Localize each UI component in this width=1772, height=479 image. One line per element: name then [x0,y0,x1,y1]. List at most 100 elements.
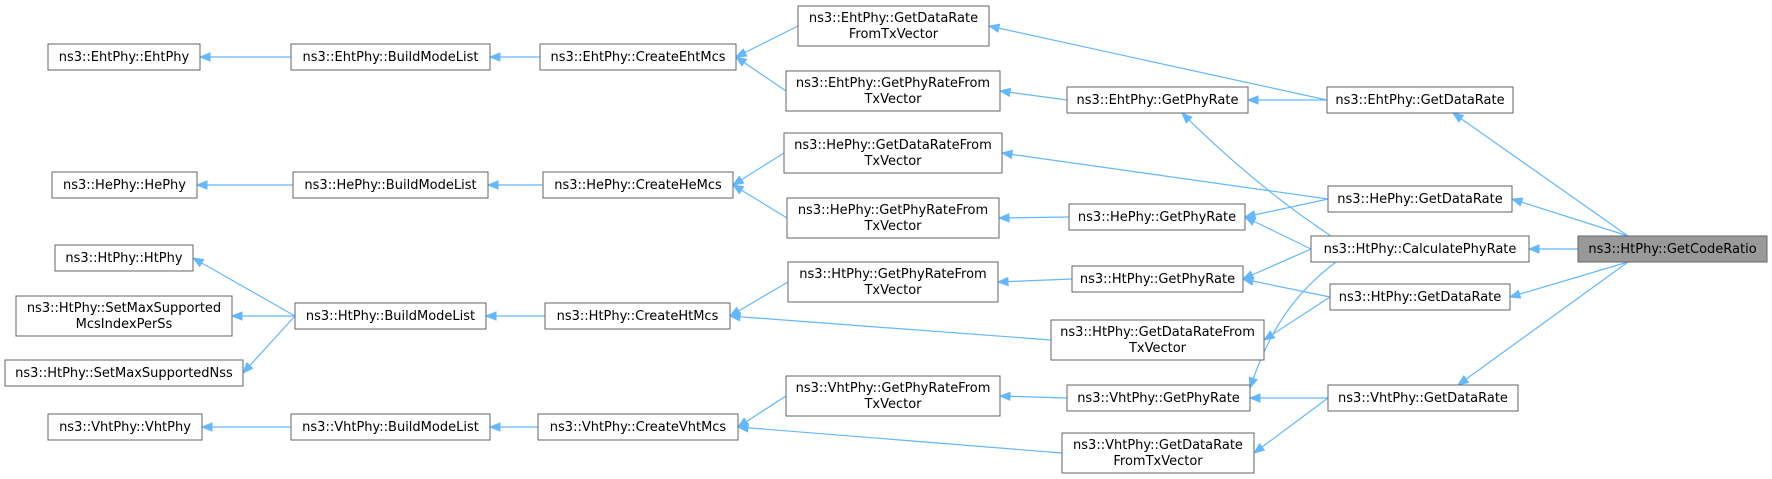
node-label: ns3::HtPhy::GetDataRate [1339,290,1502,305]
node-label: ns3::HePhy::GetPhyRate [1078,210,1236,225]
edge-eht-createehtmcs-to-eht-getphyrate-txv [734,56,787,92]
node-ht-setmaxnss[interactable]: ns3::HtPhy::SetMaxSupportedNss [4,359,244,387]
edge-arrowhead [734,56,748,67]
edge-he-getdatarate-to-ht-getcoderatio [1510,197,1629,237]
node-box [1066,86,1249,114]
node-vht-getphyrate[interactable]: ns3::VhtPhy::GetPhyRate [1066,384,1251,412]
node-vhtphy-ctor[interactable]: ns3::VhtPhy::VhtPhy [47,413,203,441]
node-eht-getphyrate[interactable]: ns3::EhtPhy::GetPhyRate [1066,86,1249,114]
node-vht-buildmodelist[interactable]: ns3::VhtPhy::BuildModeList [290,413,491,441]
edge-vht-createvhtmcs-to-vht-getdatarate-txv [736,423,1063,454]
node-box [4,359,244,387]
node-label: TxVector [863,283,922,298]
node-box [797,5,990,47]
edge-arrowhead [230,311,243,321]
edge-arrowhead [1246,95,1259,105]
node-box [544,302,731,330]
node-he-createhemcs[interactable]: ns3::HePhy::CreateHeMcs [542,171,734,199]
edge-line [1181,112,1332,237]
node-eht-createehtmcs[interactable]: ns3::EhtPhy::CreateEhtMcs [539,43,737,71]
edge-line [1457,261,1629,386]
node-eht-getdatarate[interactable]: ns3::EhtPhy::GetDataRate [1326,86,1514,114]
edge-vht-buildmodelist-to-vht-createvhtmcs [488,422,538,432]
edge-arrowhead [488,52,501,62]
edge-ht-getphyrate-to-ht-calcphyrate [1241,248,1312,280]
node-he-getdatarate[interactable]: ns3::HePhy::GetDataRate [1327,185,1513,213]
node-label: ns3::VhtPhy::VhtPhy [59,420,191,435]
edge-arrowhead [997,213,1010,223]
node-label: ns3::HtPhy::BuildModeList [306,309,475,324]
edge-line [1511,198,1629,237]
node-box [1066,384,1251,412]
edge-ehtphy-ctor-to-eht-buildmodelist [198,52,291,62]
node-hephy-ctor[interactable]: ns3::HePhy::HePhy [51,171,198,199]
edge-line [1253,397,1329,454]
edge-line [729,315,1052,341]
edge-he-buildmodelist-to-he-createhemcs [486,180,543,190]
edge-he-getphyrate-to-ht-calcphyrate [1243,216,1312,250]
node-ht-getphyrate[interactable]: ns3::HtPhy::GetPhyRate [1071,265,1244,293]
node-he-getphyrate[interactable]: ns3::HePhy::GetPhyRate [1068,203,1246,231]
edge-vht-getdatarate-to-ht-getcoderatio [1456,261,1629,386]
node-box [1071,265,1244,293]
node-label: TxVector [863,154,922,169]
node-box [292,171,489,199]
node-box [1327,384,1519,412]
edge-line [1263,296,1331,341]
node-ht-getdatarate[interactable]: ns3::HtPhy::GetDataRate [1329,283,1511,311]
node-label: ns3::HePhy::GetDataRateFrom [794,138,992,153]
node-box [1327,185,1513,213]
node-label: ns3::HtPhy::GetDataRateFrom [1060,325,1255,340]
node-label: ns3::HePhy::GetPhyRateFrom [798,203,988,218]
edge-arrowhead [996,276,1009,287]
node-box [47,43,201,71]
node-label: ns3::HePhy::BuildModeList [304,178,476,193]
node-label: ns3::EhtPhy::GetPhyRateFrom [796,76,990,91]
node-label: ns3::HtPhy::GetCodeRatio [1588,242,1756,257]
edge-arrowhead [1456,375,1470,386]
node-ht-calcphyrate[interactable]: ns3::HtPhy::CalculatePhyRate [1310,235,1530,263]
node-label: ns3::VhtPhy::BuildModeList [302,420,479,435]
edge-arrowhead [486,180,499,190]
edge-arrowhead [484,311,497,321]
node-box [542,171,734,199]
edge-ht-setmaxnss-to-ht-buildmodelist [242,315,296,374]
edge-line [1452,112,1629,237]
call-graph-edges [191,23,1629,454]
node-ht-buildmodelist[interactable]: ns3::HtPhy::BuildModeList [294,302,487,330]
node-vht-createvhtmcs[interactable]: ns3::VhtPhy::CreateVhtMcs [537,413,739,441]
edge-line [1244,216,1312,250]
node-box [785,375,1001,417]
node-box [1326,86,1514,114]
node-ht-createhtmcs[interactable]: ns3::HtPhy::CreateHtMcs [544,302,731,330]
node-label: ns3::HePhy::CreateHeMcs [554,178,722,193]
node-box [787,261,999,303]
node-label: TxVector [863,397,922,412]
node-vht-getdatarate[interactable]: ns3::VhtPhy::GetDataRate [1327,384,1519,412]
edge-ht-createhtmcs-to-ht-getphyrate-txv [728,281,789,317]
node-ht-getcoderatio[interactable]: ns3::HtPhy::GetCodeRatio [1577,235,1768,263]
node-label: ns3::VhtPhy::CreateVhtMcs [550,420,727,435]
edge-arrowhead [200,422,213,432]
node-eht-buildmodelist[interactable]: ns3::EhtPhy::BuildModeList [290,43,491,71]
node-label: TxVector [863,219,922,234]
node-htphy-ctor[interactable]: ns3::HtPhy::HtPhy [54,244,194,272]
node-label: ns3::HePhy::GetDataRate [1337,192,1502,207]
edge-line [192,257,296,317]
node-he-buildmodelist[interactable]: ns3::HePhy::BuildModeList [292,171,489,199]
node-ehtphy-ctor[interactable]: ns3::EhtPhy::EhtPhy [47,43,201,71]
node-box [1310,235,1530,263]
edge-arrowhead [1241,270,1255,280]
edge-vht-getphyrate-txv-to-vht-getphyrate [998,391,1068,402]
edge-arrowhead [1508,289,1522,299]
